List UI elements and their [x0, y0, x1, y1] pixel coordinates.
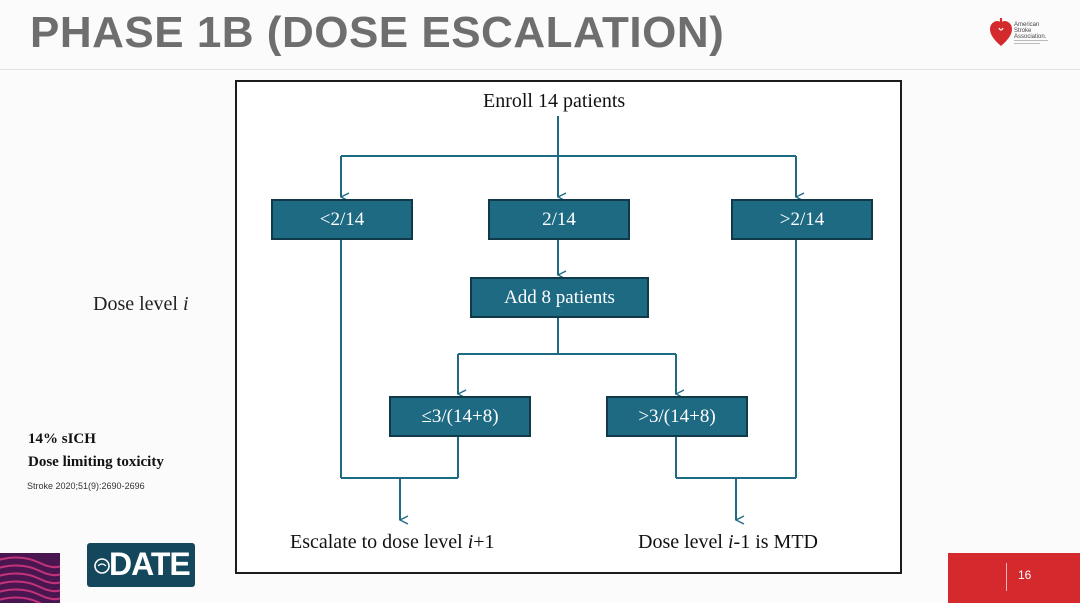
date-logo-text: DATE: [109, 546, 191, 582]
heart-torch-icon: [990, 18, 1012, 46]
mtd-suffix: -1 is MTD: [733, 531, 818, 553]
footer-divider: [1006, 563, 1007, 591]
slide-title: PHASE 1B (DOSE ESCALATION): [30, 8, 725, 57]
note-sich: 14% sICH: [28, 431, 96, 447]
american-stroke-association-logo: American Stroke Association.: [990, 18, 1060, 54]
mtd-prefix: Dose level: [638, 531, 728, 553]
title-divider: [0, 69, 1080, 70]
outcome-mtd: Dose level i-1 is MTD: [638, 531, 818, 554]
enroll-label: Enroll 14 patients: [483, 90, 626, 112]
box-equal: 2/14: [488, 199, 630, 240]
logo-subtitle-lines: [1014, 40, 1058, 47]
flowchart-connectors: [340, 116, 900, 572]
dose-level-text: Dose level: [93, 293, 183, 315]
flowchart-panel: Enroll 14 patients <2/14 2/14 >2/14 Add …: [235, 80, 902, 574]
decorative-wave-stripes: [0, 553, 60, 603]
dose-level-var: i: [182, 293, 189, 315]
footer-red-bar: 16: [948, 553, 1080, 603]
page-number: 16: [1018, 568, 1032, 582]
note-dlt: Dose limiting toxicity: [28, 454, 164, 470]
date-logo: DATE: [87, 543, 195, 587]
escalate-prefix: Escalate to dose level: [290, 531, 468, 553]
mtd-var: i: [727, 531, 734, 553]
box-greater-than: >2/14: [731, 199, 873, 240]
box-add-patients: Add 8 patients: [470, 277, 649, 318]
escalate-suffix: +1: [473, 531, 495, 553]
escalate-var: i: [467, 531, 474, 553]
box-less-than: <2/14: [271, 199, 413, 240]
citation: Stroke 2020;51(9):2690-2696: [27, 481, 145, 491]
dose-level-label: Dose level i: [93, 293, 189, 316]
box-le-total: ≤3/(14+8): [389, 396, 531, 437]
brain-icon: [94, 558, 110, 574]
outcome-escalate: Escalate to dose level i+1: [290, 531, 495, 554]
box-gt-total: >3/(14+8): [606, 396, 748, 437]
logo-org-name: American Stroke Association.: [1014, 22, 1047, 40]
